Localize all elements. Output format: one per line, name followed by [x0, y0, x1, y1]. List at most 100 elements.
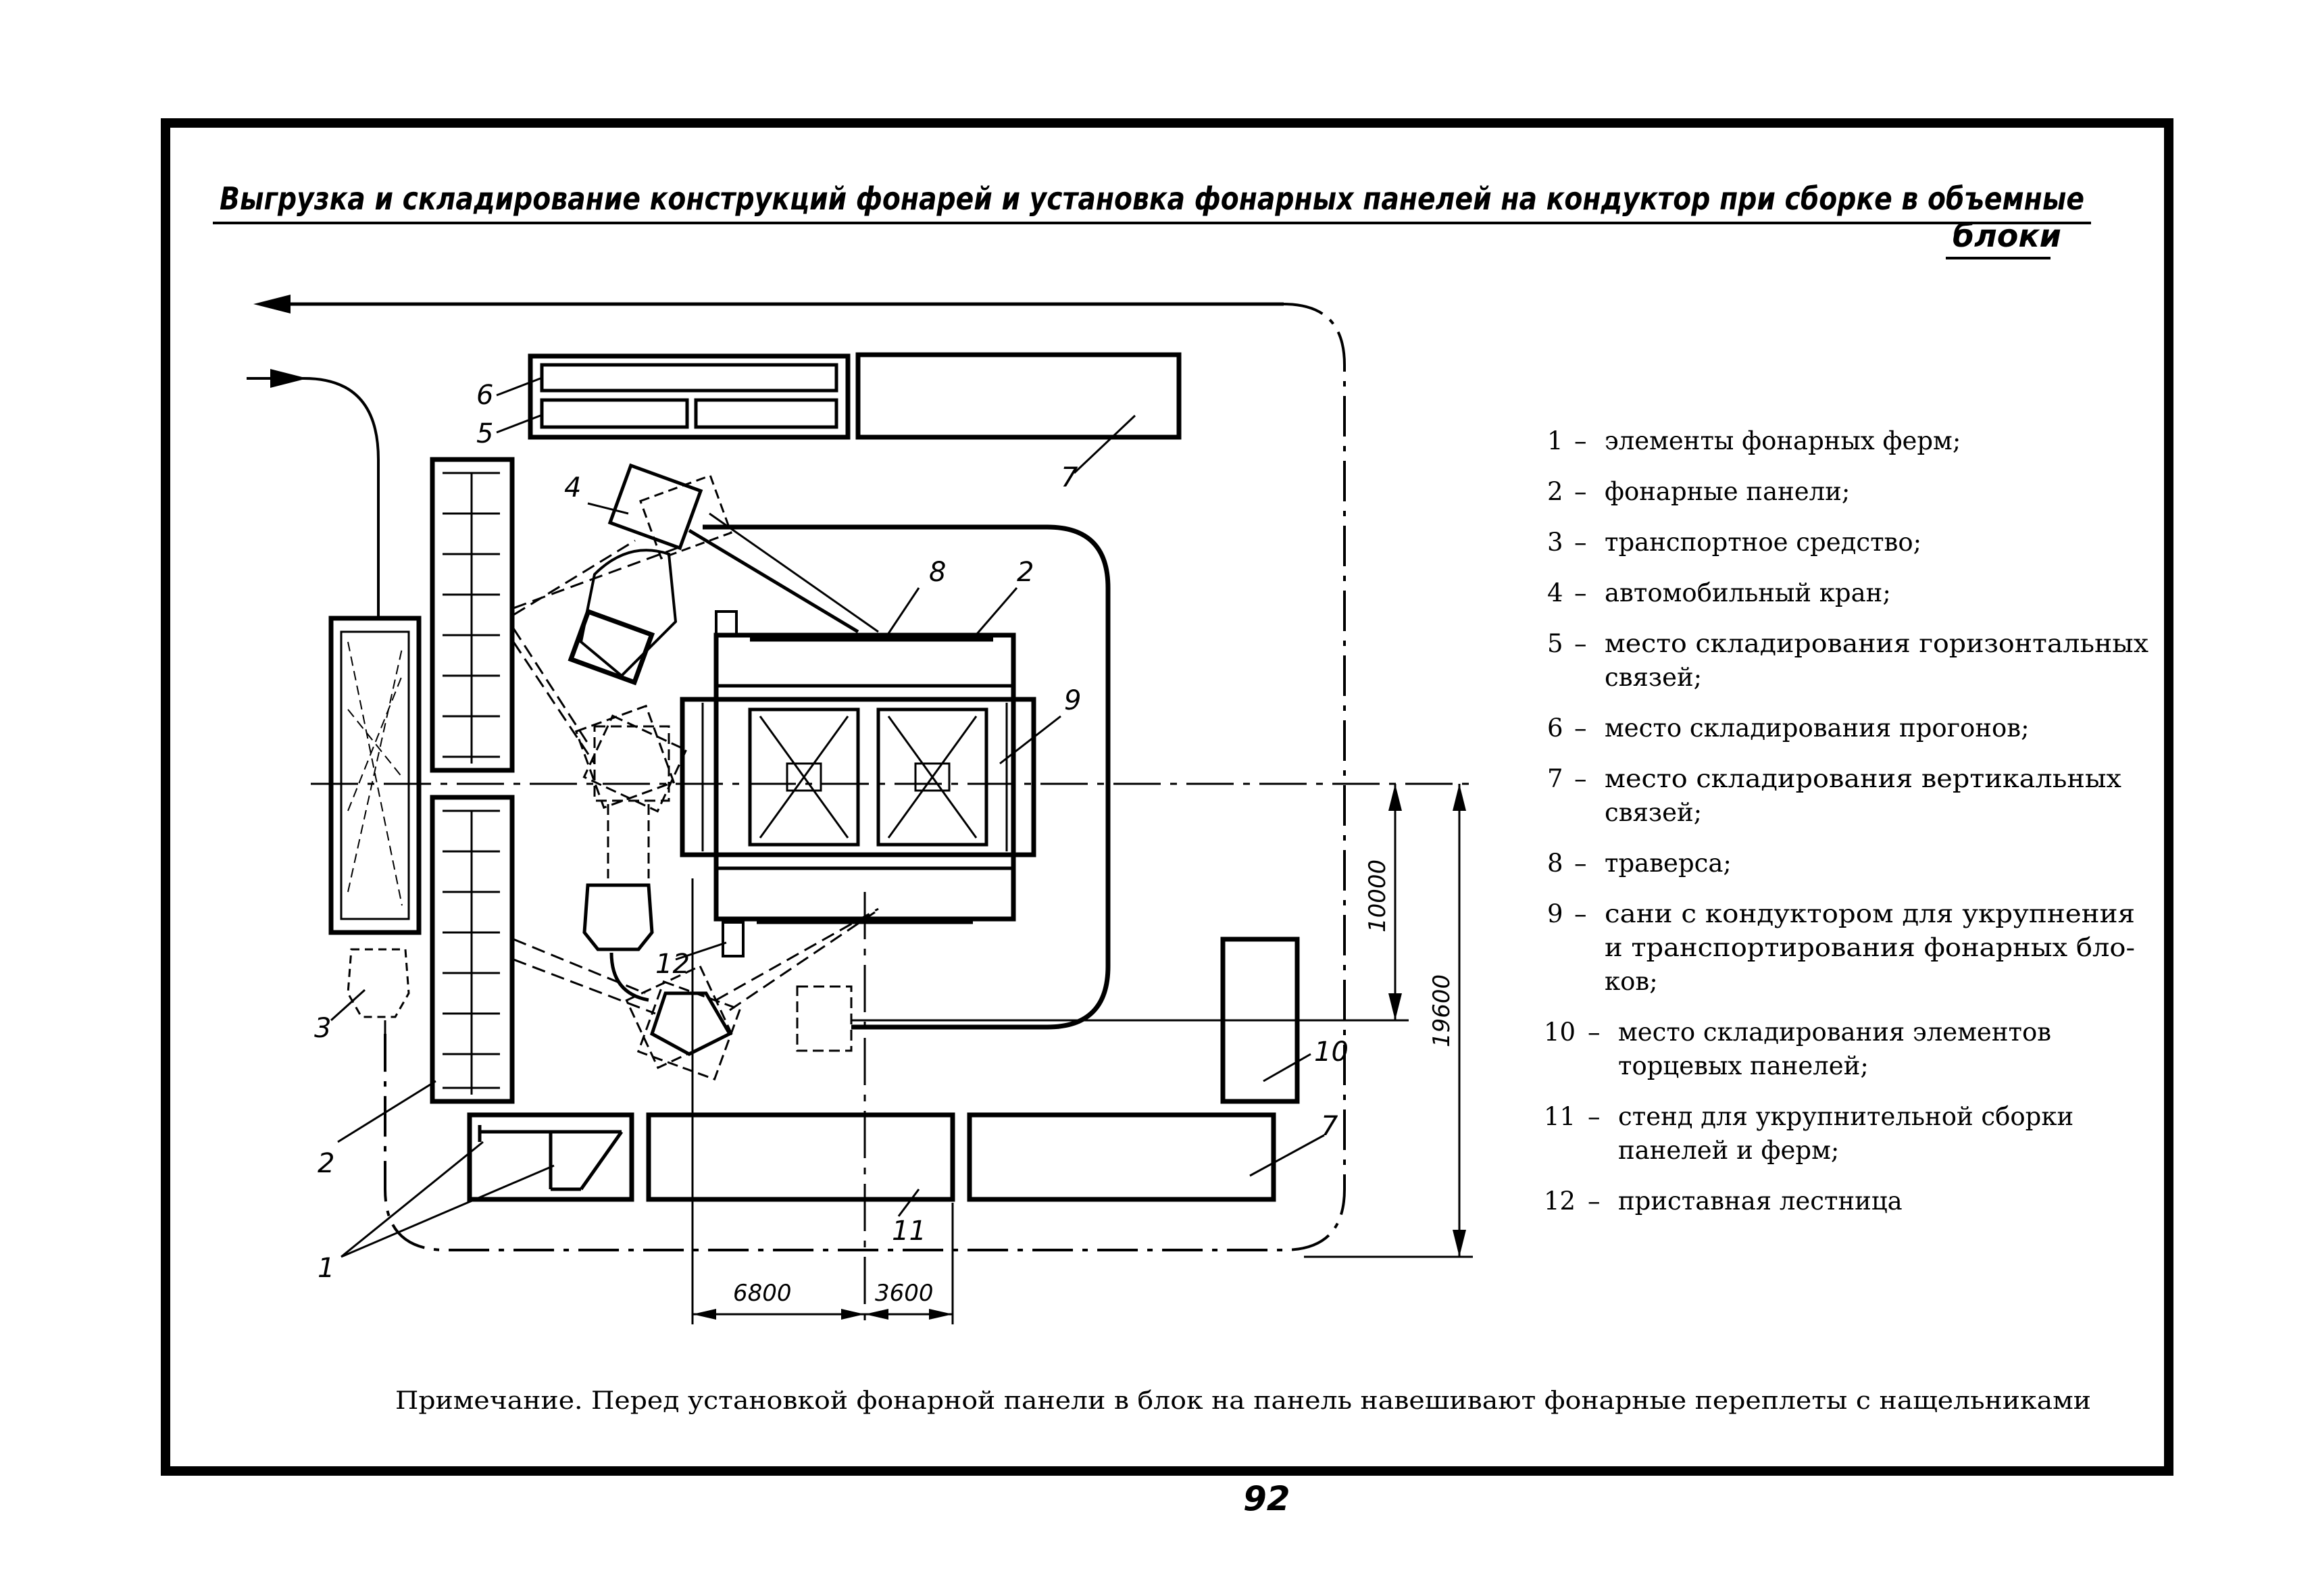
- label-3: 3: [314, 1013, 331, 1044]
- crane-swing-lines-upper: [512, 539, 680, 764]
- legend-num-2: 2: [1547, 477, 1563, 506]
- label-1: 1: [318, 1253, 334, 1284]
- storage-5-left: [540, 398, 689, 429]
- sled-side-hatch: [701, 703, 1008, 851]
- label-6: 6: [476, 380, 493, 411]
- legend-num-11: 11: [1544, 1102, 1576, 1131]
- title-block: Выгрузка и складирование конструкций фон…: [213, 180, 2091, 259]
- leader-2-bottom: [337, 1080, 436, 1143]
- dim-10000-arrow-bot: [1388, 993, 1402, 1020]
- leader-8: [884, 587, 920, 639]
- dim-arrows-h: [693, 1309, 953, 1320]
- conductor-inner-left: [748, 707, 860, 847]
- legend-dash-9: –: [1574, 899, 1587, 928]
- legend-text-12: приставная лестница: [1618, 1187, 1903, 1216]
- legend-num-6: 6: [1547, 714, 1563, 743]
- assembly-stand-11: [646, 1112, 955, 1202]
- legend-dash-10: –: [1588, 1018, 1601, 1047]
- legend-dash-7: –: [1574, 764, 1587, 793]
- conductor-bracing-right: [887, 716, 978, 839]
- leader-12: [675, 941, 727, 961]
- site-plan-diagram: [247, 295, 1473, 1324]
- legend-item-8: 8 – траверса;: [1547, 849, 1732, 878]
- transport-cab: [347, 948, 410, 1018]
- title-line-2: блоки: [1953, 218, 2061, 254]
- road-outline: [384, 303, 1346, 1251]
- legend-text-5a: место складирования горизонтальных: [1605, 629, 2148, 658]
- legend-item-3: 3 – транспортное средство;: [1547, 528, 1921, 557]
- ladder-bottom: [722, 921, 745, 957]
- legend-num-5: 5: [1547, 629, 1563, 658]
- ladder-top: [715, 610, 738, 637]
- leader-11: [897, 1189, 920, 1217]
- label-5: 5: [476, 418, 493, 449]
- label-2-bottom: 2: [318, 1148, 334, 1179]
- legend-text-9c: ков;: [1605, 967, 1658, 996]
- legend-dash-11: –: [1588, 1102, 1601, 1131]
- dim-3600: 3600: [875, 1280, 934, 1307]
- label-10: 10: [1314, 1037, 1349, 1068]
- storage-5-right: [694, 398, 838, 429]
- dim-10000-arrow-top: [1388, 784, 1402, 811]
- sled-track: [703, 524, 1111, 1030]
- storage-6-purlins: [540, 363, 838, 393]
- panel-stack-upper-ribs: [443, 472, 500, 764]
- leader-4: [587, 502, 629, 515]
- conductor-inner-right: [876, 707, 988, 847]
- legend-num-1: 1: [1547, 426, 1563, 455]
- label-9: 9: [1064, 685, 1081, 716]
- truck-crane-upper: [568, 463, 879, 686]
- dim-19600-arrow-top: [1453, 784, 1466, 811]
- dim-10000: 10000: [1364, 859, 1391, 932]
- legend-text-3: транспортное средство;: [1605, 528, 1921, 557]
- legend-text-5b: связей;: [1605, 663, 1702, 692]
- legend-item-5: 5 – место складирования горизонтальных с…: [1547, 629, 2148, 692]
- dim-6800: 6800: [733, 1280, 792, 1307]
- title-line-1: Выгрузка и складирование конструкций фон…: [220, 180, 2084, 217]
- legend-text-2: фонарные панели;: [1605, 477, 1850, 506]
- transport-load-hatch: [347, 641, 403, 906]
- storage-6-5-outer: [528, 353, 851, 440]
- legend-text-1: элементы фонарных ферм;: [1605, 426, 1961, 455]
- crane-lower-body: [649, 991, 732, 1056]
- leader-7-top: [1073, 414, 1136, 474]
- conductor-bracing-left: [759, 716, 849, 839]
- legend-item-6: 6 – место складирования прогонов;: [1547, 714, 2030, 743]
- legend-item-12: 12 – приставная лестница: [1544, 1187, 1903, 1216]
- legend-text-11a: стенд для укрупнительной сборки: [1618, 1102, 2073, 1131]
- legend-dash-4: –: [1574, 578, 1587, 607]
- legend-num-3: 3: [1547, 528, 1563, 557]
- legend-item-4: 4 – автомобильный кран;: [1547, 578, 1891, 607]
- legend-text-4: автомобильный кран;: [1605, 578, 1891, 607]
- legend-text-10b: торцевых панелей;: [1618, 1051, 1869, 1080]
- legend-item-2: 2 – фонарные панели;: [1547, 477, 1850, 506]
- label-12: 12: [655, 949, 690, 980]
- legend-text-10a: место складирования элементов: [1618, 1018, 2051, 1047]
- legend-num-12: 12: [1544, 1187, 1576, 1216]
- crane-swing-lines-lower: [513, 907, 879, 1015]
- transport-vehicle-inner: [340, 630, 410, 920]
- dim-19600-arrow-bot: [1453, 1230, 1466, 1257]
- storage-7-bottom: [967, 1112, 1276, 1202]
- legend-num-8: 8: [1547, 849, 1563, 878]
- legend-item-7: 7 – место складирования вертикальных свя…: [1547, 764, 2121, 827]
- exit-arrowhead: [253, 295, 291, 314]
- label-7-top: 7: [1061, 462, 1078, 493]
- legend-text-6: место складирования прогонов;: [1605, 714, 2030, 743]
- conductor-outer: [680, 697, 1036, 857]
- legend-text-11b: панелей и ферм;: [1618, 1136, 1839, 1165]
- legend-text-8: траверса;: [1605, 849, 1732, 878]
- leader-5: [496, 414, 541, 434]
- diagram-labels: 1 2 3 4 5 6 7 7 8 2 9 10 11 12: [314, 380, 1349, 1284]
- label-8: 8: [929, 557, 946, 588]
- panel-stack-upper: [430, 457, 515, 773]
- sled-frame: [713, 632, 1016, 922]
- page-frame: [161, 118, 2173, 1476]
- legend-dash-8: –: [1574, 849, 1587, 878]
- leader-10: [1263, 1053, 1311, 1082]
- legend-dash-3: –: [1574, 528, 1587, 557]
- panel-stack-lower: [430, 795, 515, 1104]
- legend-num-7: 7: [1547, 764, 1563, 793]
- legend-item-9: 9 – сани с кондуктором для укрупнения и …: [1547, 899, 2135, 996]
- leader-7-bottom: [1249, 1134, 1325, 1177]
